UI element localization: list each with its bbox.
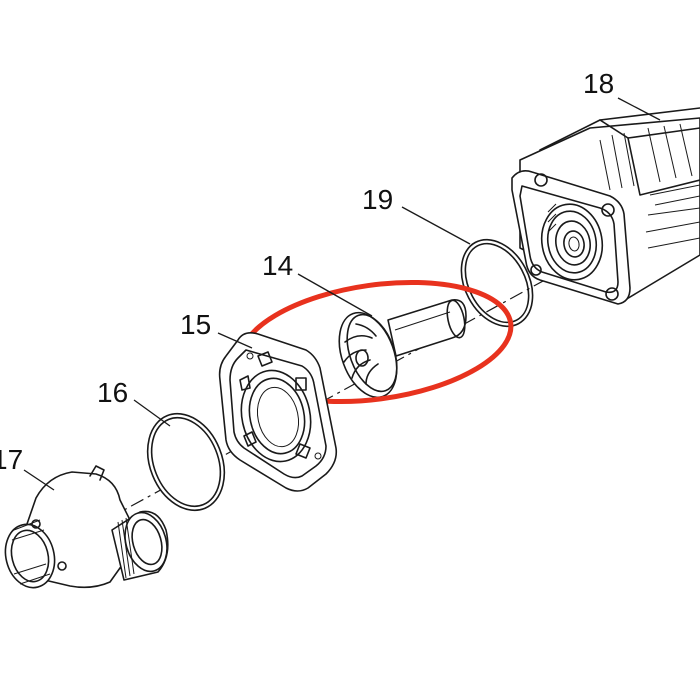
leader-19: [401, 206, 471, 245]
outlet-fitting: [4, 465, 169, 589]
pump-cover: [218, 332, 338, 492]
part-label-16: 16: [97, 377, 129, 408]
impeller: [338, 299, 467, 399]
leader-15: [217, 332, 253, 349]
leader-17: [23, 469, 55, 491]
part-label-17: 17: [0, 444, 24, 475]
leader-16: [133, 399, 171, 427]
o-ring-large: [460, 238, 534, 328]
leader-18: [617, 97, 661, 121]
leader-14: [297, 273, 373, 317]
part-label-14: 14: [262, 250, 294, 281]
part-label-18: 18: [583, 68, 615, 99]
motor-housing: [511, 107, 700, 305]
o-ring: [146, 412, 226, 512]
part-label-19: 19: [362, 184, 394, 215]
part-label-15: 15: [180, 309, 212, 340]
